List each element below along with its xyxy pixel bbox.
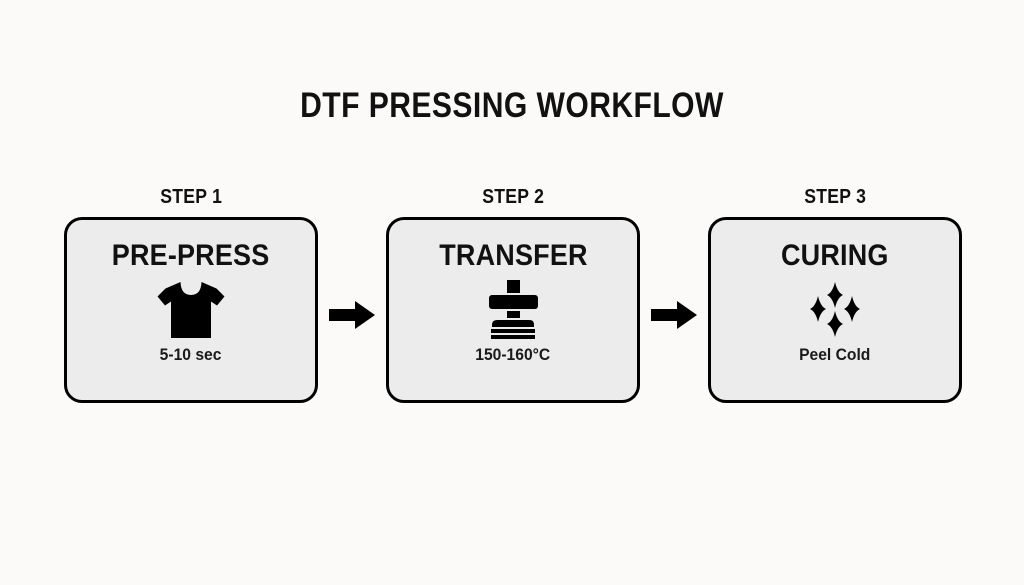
step-title-1: PRE-PRESS [112,239,270,272]
heat-press-icon [478,277,548,343]
workflow-diagram: STEP 1 PRE-PRESS 5-10 sec STEP 2 TRANSFE… [64,186,962,408]
step-caption-3: Peel Cold [799,345,871,364]
step-label-1: STEP 1 [160,186,222,208]
step-label-3: STEP 3 [804,186,866,208]
workflow-step-2: STEP 2 TRANSFER 150-160°C [386,186,640,403]
step-title-2: TRANSFER [438,239,588,272]
arrow-right-icon [329,301,375,329]
step-card-2[interactable]: TRANSFER 150-160°C [386,217,640,403]
page-title: DTF PRESSING WORKFLOW [300,86,724,125]
arrow-right-icon [651,301,697,329]
step-card-1[interactable]: PRE-PRESS 5-10 sec [64,217,318,403]
step-caption-2: 150-160°C [475,345,551,364]
workflow-step-3: STEP 3 CURING Peel Cold [708,186,962,403]
step-title-3: CURING [781,239,889,272]
step-card-3[interactable]: CURING Peel Cold [708,217,962,403]
connector-2 [640,222,708,408]
step-label-2: STEP 2 [482,186,544,208]
connector-1 [318,222,386,408]
sparkles-icon [804,277,866,343]
workflow-step-1: STEP 1 PRE-PRESS 5-10 sec [64,186,318,403]
tshirt-icon [155,277,227,343]
step-caption-1: 5-10 sec [160,345,222,364]
